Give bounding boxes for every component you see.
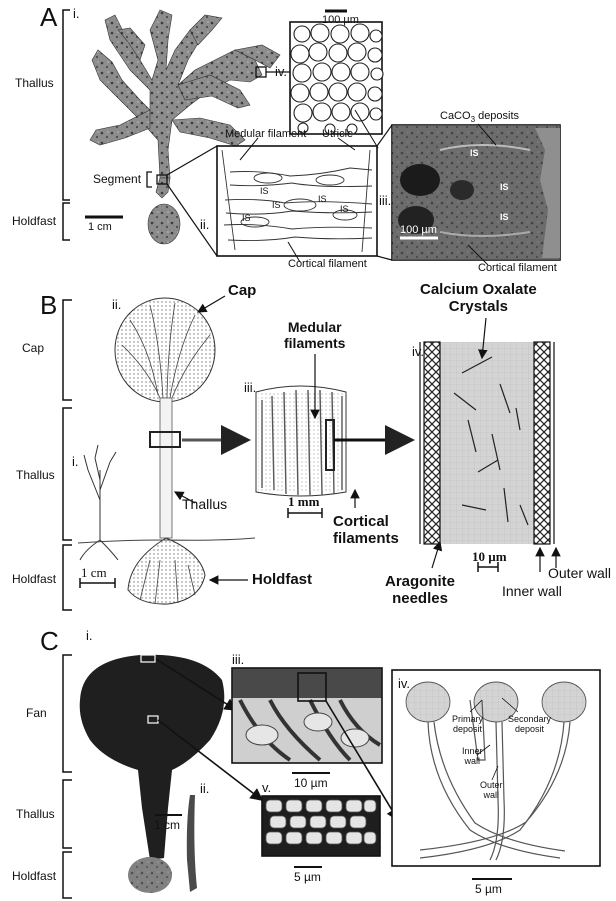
scale-biv-label: 10 µm [472, 549, 507, 565]
aragonite-callout: Aragonite needles [385, 573, 455, 607]
panel-c [63, 655, 600, 898]
is-label-sem-3: IS [500, 212, 509, 222]
fan-specimen [80, 655, 225, 893]
outer-wall-callout: Outer wall [548, 565, 611, 581]
medular-filament-label: Medular filament [225, 128, 306, 140]
panel-b-ii-label: ii. [112, 297, 121, 312]
is-label-sem-1: IS [470, 148, 479, 158]
is-label-1: IS [260, 186, 269, 196]
scale-iii-label: 100 µm [400, 224, 437, 236]
specimen-a-holdfast [148, 204, 180, 244]
panel-a-letter: A [40, 2, 57, 33]
segment-bracket [147, 172, 152, 187]
panel-a-holdfast-label: Holdfast [12, 214, 56, 228]
outer-wall-c-label: Outer wall [480, 780, 503, 800]
panel-c-fan-side: Fan [26, 706, 47, 720]
scale-bi-label: 1 cm [81, 565, 107, 581]
holdfast-b-bracket [63, 545, 72, 610]
panel-c-letter: C [40, 626, 59, 657]
detail-civ [392, 670, 600, 866]
thallus-callout: Thallus [182, 496, 227, 512]
detail-biii [256, 386, 346, 496]
panel-b-cap-side: Cap [22, 341, 44, 355]
holdfast-c-bracket [63, 852, 72, 898]
panel-c-iii-label: iii. [232, 652, 244, 667]
panel-a-segment-label: Segment [93, 172, 141, 186]
panel-b-iii-label: iii. [244, 380, 256, 395]
panel-b-holdfast-side: Holdfast [12, 572, 56, 586]
scale-a-label: 1 cm [88, 221, 112, 233]
panel-c-i-label: i. [86, 628, 93, 643]
fan-bracket [63, 655, 72, 772]
panel-b-i-label: i. [72, 454, 79, 469]
medular-filaments-callout: Medular filaments [284, 319, 345, 351]
is-label-4: IS [340, 204, 349, 214]
detail-iii-sem [392, 125, 560, 260]
scale-civ-label: 5 µm [475, 882, 502, 896]
cap-bracket [63, 300, 72, 400]
leader-aragonite [432, 542, 440, 568]
calcium-oxalate-callout: Calcium Oxalate Crystals [420, 281, 537, 315]
cortical-filaments-callout: Cortical filaments [333, 513, 399, 547]
holdfast-drawing [128, 538, 205, 604]
panel-a-thallus-label: Thallus [15, 76, 54, 90]
is-label-2: IS [272, 200, 281, 210]
is-label-3: IS [318, 194, 327, 204]
panel-c-v-label: v. [262, 780, 271, 795]
panel-c-ii-label: ii. [200, 781, 209, 796]
panel-a [63, 10, 560, 265]
panel-a-iv-label: iv. [275, 64, 287, 79]
holdfast-callout: Holdfast [252, 571, 312, 588]
primary-deposit-label: Primary deposit [452, 714, 483, 734]
cortical-filament-iii-label: Cortical filament [478, 262, 557, 274]
panel-a-iii-label: iii. [379, 193, 391, 208]
connector-ii-top [167, 146, 217, 175]
scale-iv-label: 100 µm [322, 14, 359, 26]
panel-a-ii-label: ii. [200, 217, 209, 232]
thallus-c-bracket [63, 780, 72, 848]
scale-ciii-label: 10 µm [294, 776, 328, 790]
scale-c-label: 1 cm [154, 818, 180, 832]
caco3-label: CaCO3 deposits [440, 110, 519, 124]
thallus-bracket [63, 10, 70, 200]
connector-iii-bottom [377, 256, 392, 260]
detail-ciii [232, 668, 382, 763]
detail-biv [420, 342, 554, 544]
utricle-label: Utricle [322, 128, 353, 140]
scale-cv-label: 5 µm [294, 870, 321, 884]
thallus-stalk [160, 398, 172, 538]
panel-b-thallus-side: Thallus [16, 468, 55, 482]
is-label-5: IS [242, 213, 251, 223]
leader-cap [198, 296, 225, 312]
inner-wall-c-label: Inner wall [462, 746, 483, 766]
secondary-deposit-label: Secondary deposit [508, 714, 551, 734]
scale-biii-label: 1 mm [288, 494, 319, 510]
panel-b-iv-label: iv. [412, 344, 424, 359]
panel-b-letter: B [40, 290, 57, 321]
holdfast-bracket [63, 203, 70, 240]
cap-drawing [115, 298, 215, 402]
cap-callout: Cap [228, 282, 256, 299]
inner-wall-callout: Inner wall [502, 583, 562, 599]
panel-c-iv-label: iv. [398, 676, 410, 691]
detail-ii-frame [217, 146, 377, 256]
detail-cv [262, 796, 380, 856]
panel-a-i-label: i. [73, 6, 80, 21]
thallus-b-bracket [63, 408, 72, 540]
panel-c-holdfast-side: Holdfast [12, 869, 56, 883]
cortical-filament-ii-label: Cortical filament [288, 258, 367, 270]
panel-c-thallus-side: Thallus [16, 807, 55, 821]
is-label-sem-2: IS [500, 182, 509, 192]
